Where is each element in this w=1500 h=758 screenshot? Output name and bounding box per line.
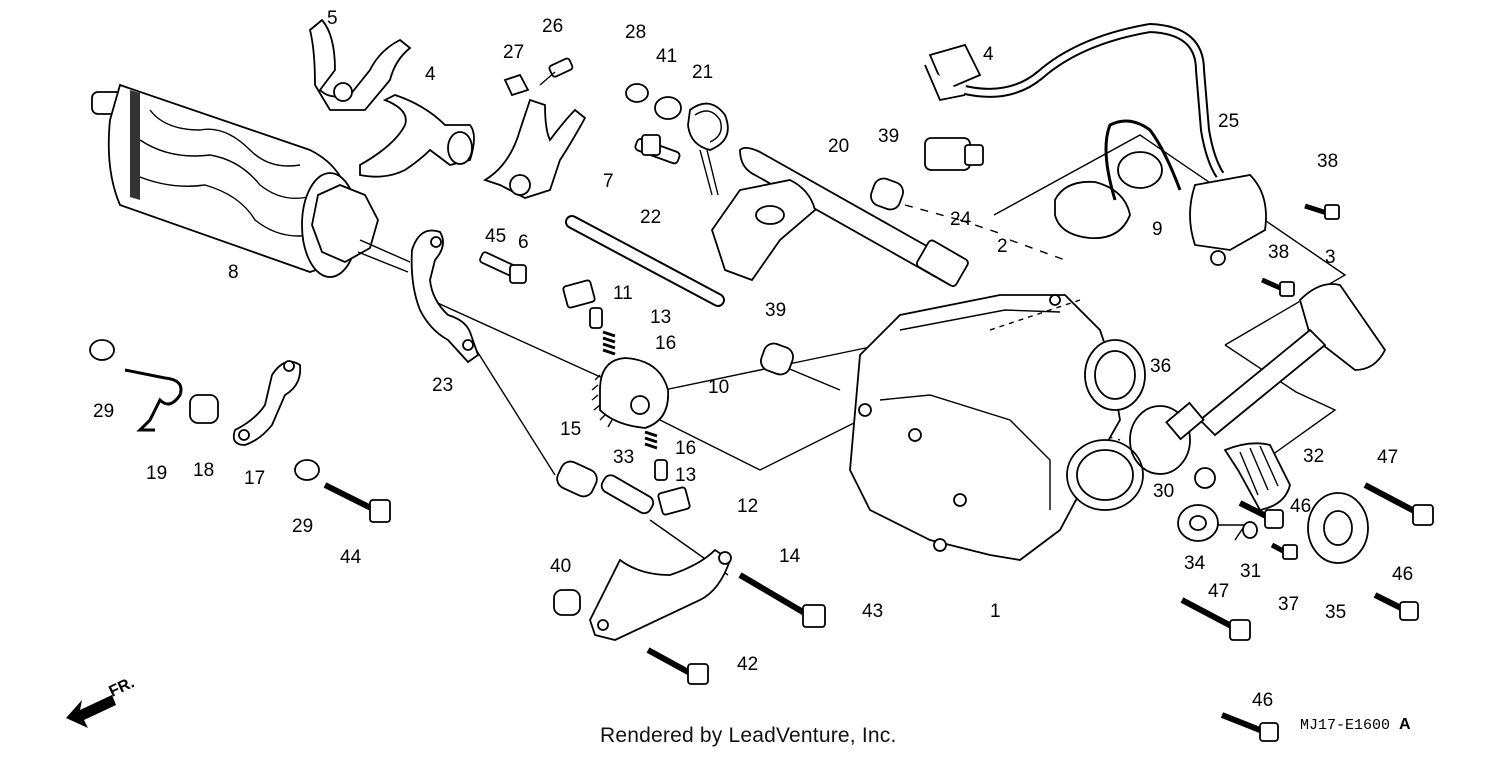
part-label: 47 xyxy=(1377,447,1398,468)
neutral-switch-harness xyxy=(924,22,1267,266)
part-label: 42 xyxy=(737,654,758,675)
oil-filler-cap xyxy=(1165,283,1387,441)
part-label: 44 xyxy=(340,547,362,568)
part-label: 32 xyxy=(1303,446,1324,467)
part-label: 39 xyxy=(878,126,899,147)
footer-credit: Rendered by LeadVenture, Inc. xyxy=(600,724,897,747)
stopper-plate xyxy=(410,229,480,364)
part-label: 3 xyxy=(1325,247,1336,268)
part-label: 16 xyxy=(675,438,696,459)
part-label: 24 xyxy=(950,209,972,230)
part-label: 1 xyxy=(990,601,1001,622)
part-label: 23 xyxy=(432,375,453,396)
gearshift-spindle xyxy=(711,147,969,287)
collar-upper xyxy=(870,177,904,211)
shift-fork-4 xyxy=(359,94,475,178)
part-label: 14 xyxy=(779,546,801,567)
part-label: 4 xyxy=(425,64,436,85)
part-label: 29 xyxy=(292,516,313,537)
part-label: 45 xyxy=(485,226,506,247)
part-label: 39 xyxy=(765,300,786,321)
diagram-code: MJ17-E1600 A xyxy=(1300,716,1411,734)
part-label: 9 xyxy=(1152,219,1163,240)
part-label: 40 xyxy=(550,556,571,577)
part-label: 17 xyxy=(244,468,265,489)
left-small-parts xyxy=(89,339,320,481)
part-label: 18 xyxy=(193,460,214,481)
part-label: 47 xyxy=(1208,581,1229,602)
part-label: 36 xyxy=(1150,356,1171,377)
small-hardware xyxy=(479,57,729,284)
o-ring xyxy=(1129,405,1191,475)
front-direction-arrow: FR. xyxy=(66,674,137,728)
lower-pins xyxy=(553,460,732,641)
part-label: 4 xyxy=(983,44,994,65)
diagram-code-text: MJ17-E1600 xyxy=(1300,717,1391,734)
part-label: 2 xyxy=(997,236,1008,257)
part-label: 43 xyxy=(862,601,883,622)
part-label: 26 xyxy=(542,16,563,37)
part-label: 46 xyxy=(1290,496,1311,517)
part-label: 41 xyxy=(656,46,677,67)
part-number-labels: 5 4 27 26 28 41 21 4 25 8 45 6 7 22 20 3… xyxy=(93,8,1413,711)
part-label: 27 xyxy=(503,42,524,63)
fr-label: FR. xyxy=(107,674,138,700)
part-label: 35 xyxy=(1325,602,1346,623)
diagram-code-suffix: A xyxy=(1399,716,1411,733)
part-label: 19 xyxy=(146,463,167,484)
part-label: 15 xyxy=(560,419,581,440)
part-label: 34 xyxy=(1184,553,1206,574)
shift-fork-5 xyxy=(308,18,412,111)
part-label: 37 xyxy=(1278,594,1299,615)
part-label: 21 xyxy=(692,62,713,83)
bolts xyxy=(323,482,1434,742)
gearshift-cover xyxy=(849,294,1146,561)
part-label: 38 xyxy=(1268,242,1289,263)
bolts-38 xyxy=(1261,203,1340,297)
part-label: 25 xyxy=(1218,111,1239,132)
part-label: 22 xyxy=(640,207,661,228)
bearings-and-seals xyxy=(1177,442,1369,564)
part-label: 13 xyxy=(650,307,671,328)
part-label: 46 xyxy=(1392,564,1413,585)
part-label: 38 xyxy=(1317,151,1338,172)
part-label: 33 xyxy=(613,447,634,468)
part-label: 30 xyxy=(1153,481,1174,502)
part-label: 31 xyxy=(1240,561,1261,582)
part-label: 10 xyxy=(708,377,729,398)
part-label: 12 xyxy=(737,496,758,517)
part-label: 5 xyxy=(327,8,338,29)
shift-drum-stopper xyxy=(591,357,669,429)
part-label: 6 xyxy=(518,232,529,253)
part-label: 20 xyxy=(828,136,849,157)
part-label: 13 xyxy=(675,465,696,486)
spring-caps xyxy=(562,279,691,516)
shift-fork-6 xyxy=(482,98,587,199)
part-label: 8 xyxy=(228,262,239,283)
part-label: 29 xyxy=(93,401,114,422)
part-label: 16 xyxy=(655,333,676,354)
part-label: 28 xyxy=(625,22,646,43)
collar-lower xyxy=(760,342,794,376)
part-label: 46 xyxy=(1252,690,1273,711)
part-label: 11 xyxy=(613,283,633,304)
part-label: 7 xyxy=(603,171,614,192)
shift-drum xyxy=(91,83,411,278)
